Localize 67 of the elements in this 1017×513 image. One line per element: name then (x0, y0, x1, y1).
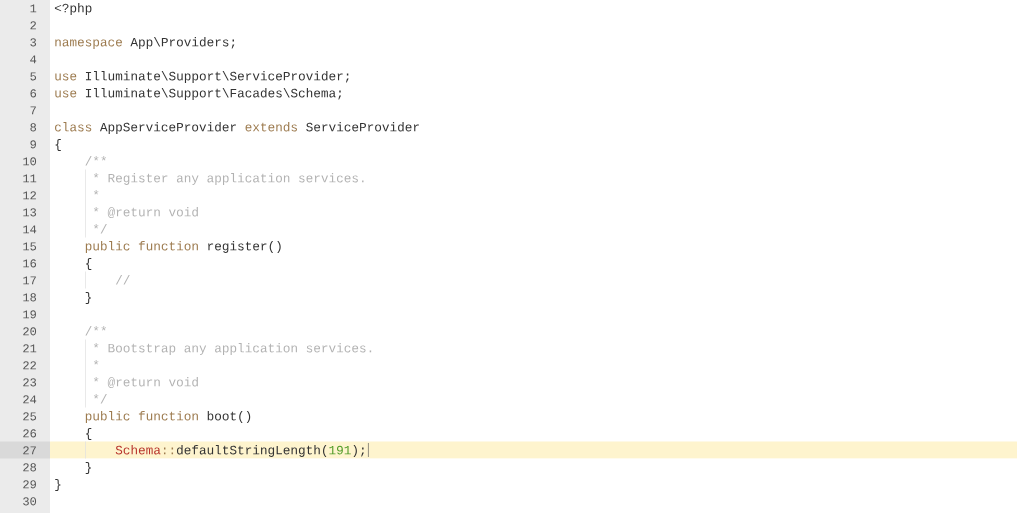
line-number: 10 (23, 157, 37, 166)
line-number: 2 (30, 21, 36, 30)
line-number: 21 (23, 344, 37, 353)
comment: * Bootstrap any application services. (93, 343, 372, 355)
line-number: 29 (23, 480, 36, 489)
comment: // (115, 275, 130, 285)
code-text: register() (208, 241, 281, 253)
comment: /** (85, 156, 107, 166)
code-text: Illuminate\Support\Facades\Schema; (85, 88, 342, 100)
code-text: } (55, 479, 61, 491)
code-text: ServiceProvider (306, 122, 419, 132)
line-number: 9 (30, 140, 36, 149)
line-number: 27 (23, 446, 36, 455)
keyword: class (55, 122, 92, 132)
keyword: public function (85, 241, 198, 253)
line-number: 12 (23, 191, 36, 200)
keyword: public function (85, 411, 198, 423)
line-number: 28 (23, 463, 36, 472)
comment: /** (85, 326, 107, 336)
comment: */ (93, 394, 107, 404)
line-number: 11 (23, 174, 37, 183)
line-number: 6 (30, 89, 37, 98)
line-number: 17 (23, 276, 36, 285)
line-number: 3 (30, 38, 37, 47)
code-text: Illuminate\Support\ServiceProvider; (85, 71, 349, 83)
keyword: extends (245, 122, 297, 132)
class-name: Schema (115, 445, 161, 455)
code-text: <?php (54, 3, 92, 15)
code-text: { (86, 428, 92, 440)
comment: * (93, 190, 99, 195)
code-text: { (86, 258, 92, 270)
comment: * @return void (93, 377, 198, 389)
line-number: 22 (23, 361, 36, 370)
line-number: 13 (23, 208, 37, 217)
line-number: 7 (30, 106, 36, 115)
line-number: 4 (30, 55, 37, 64)
comment: * @return void (93, 207, 198, 219)
line-number: 24 (23, 395, 37, 404)
code-text: } (85, 462, 91, 474)
keyword: use (55, 90, 77, 98)
code-text: { (55, 139, 61, 151)
code-text: boot() (207, 411, 251, 423)
comment: * Register any application services. (93, 173, 364, 185)
code-text: } (85, 292, 91, 304)
line-number: 19 (23, 310, 36, 319)
line-number: 26 (23, 429, 36, 438)
keyword: namespace (55, 39, 122, 49)
line-number: 25 (23, 412, 37, 421)
comment: * (93, 360, 99, 365)
code-text: AppServiceProvider (99, 122, 236, 134)
line-number: 1 (30, 4, 37, 13)
keyword: :: (164, 447, 174, 455)
code-text: ); (353, 445, 364, 457)
line-number: 8 (30, 123, 37, 132)
number-literal: 191 (329, 445, 351, 455)
keyword: use (55, 73, 77, 81)
line-number: 14 (23, 225, 37, 234)
line-number: 23 (23, 378, 37, 387)
line-number: 16 (23, 259, 36, 268)
line-number: 18 (23, 293, 36, 302)
line-number: 20 (23, 327, 37, 336)
line-number: 5 (30, 72, 37, 81)
line-number: 15 (23, 242, 37, 251)
comment: */ (93, 224, 107, 234)
line-number: 30 (23, 497, 37, 506)
code-text: defaultStringLength( (176, 445, 327, 457)
code-text: App\Providers; (130, 37, 235, 49)
